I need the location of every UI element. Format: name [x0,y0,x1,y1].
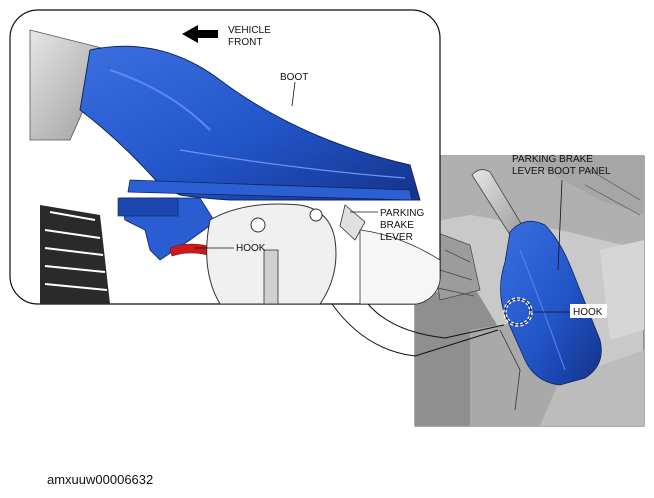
panel-label-line2: LEVER BOOT PANEL [512,166,611,177]
parking-brake-lever-label-line3: LEVER [380,232,413,243]
panel-label-line1: PARKING BRAKE [512,154,593,165]
figure-code: amxuuw00006632 [47,472,154,487]
vehicle-front-label-line2: FRONT [228,37,262,48]
hook-overview-label: HOOK [573,307,603,318]
hook-detail-label: HOOK [236,243,266,254]
front-arrow-icon [182,25,218,43]
detail-boot [79,45,421,201]
detail-view [9,9,441,305]
hook-overview-label-bg [570,304,607,318]
callout-connector [331,303,499,357]
boot-label: BOOT [280,72,308,83]
detail-mechanism [40,205,110,304]
overview-illustration [414,155,645,427]
vehicle-front-label-line1: VEHICLE [228,25,271,36]
parking-brake-lever-label-line1: PARKING [380,208,424,219]
overview-boot [500,220,602,386]
parking-brake-lever-label-line2: BRAKE [380,220,414,231]
